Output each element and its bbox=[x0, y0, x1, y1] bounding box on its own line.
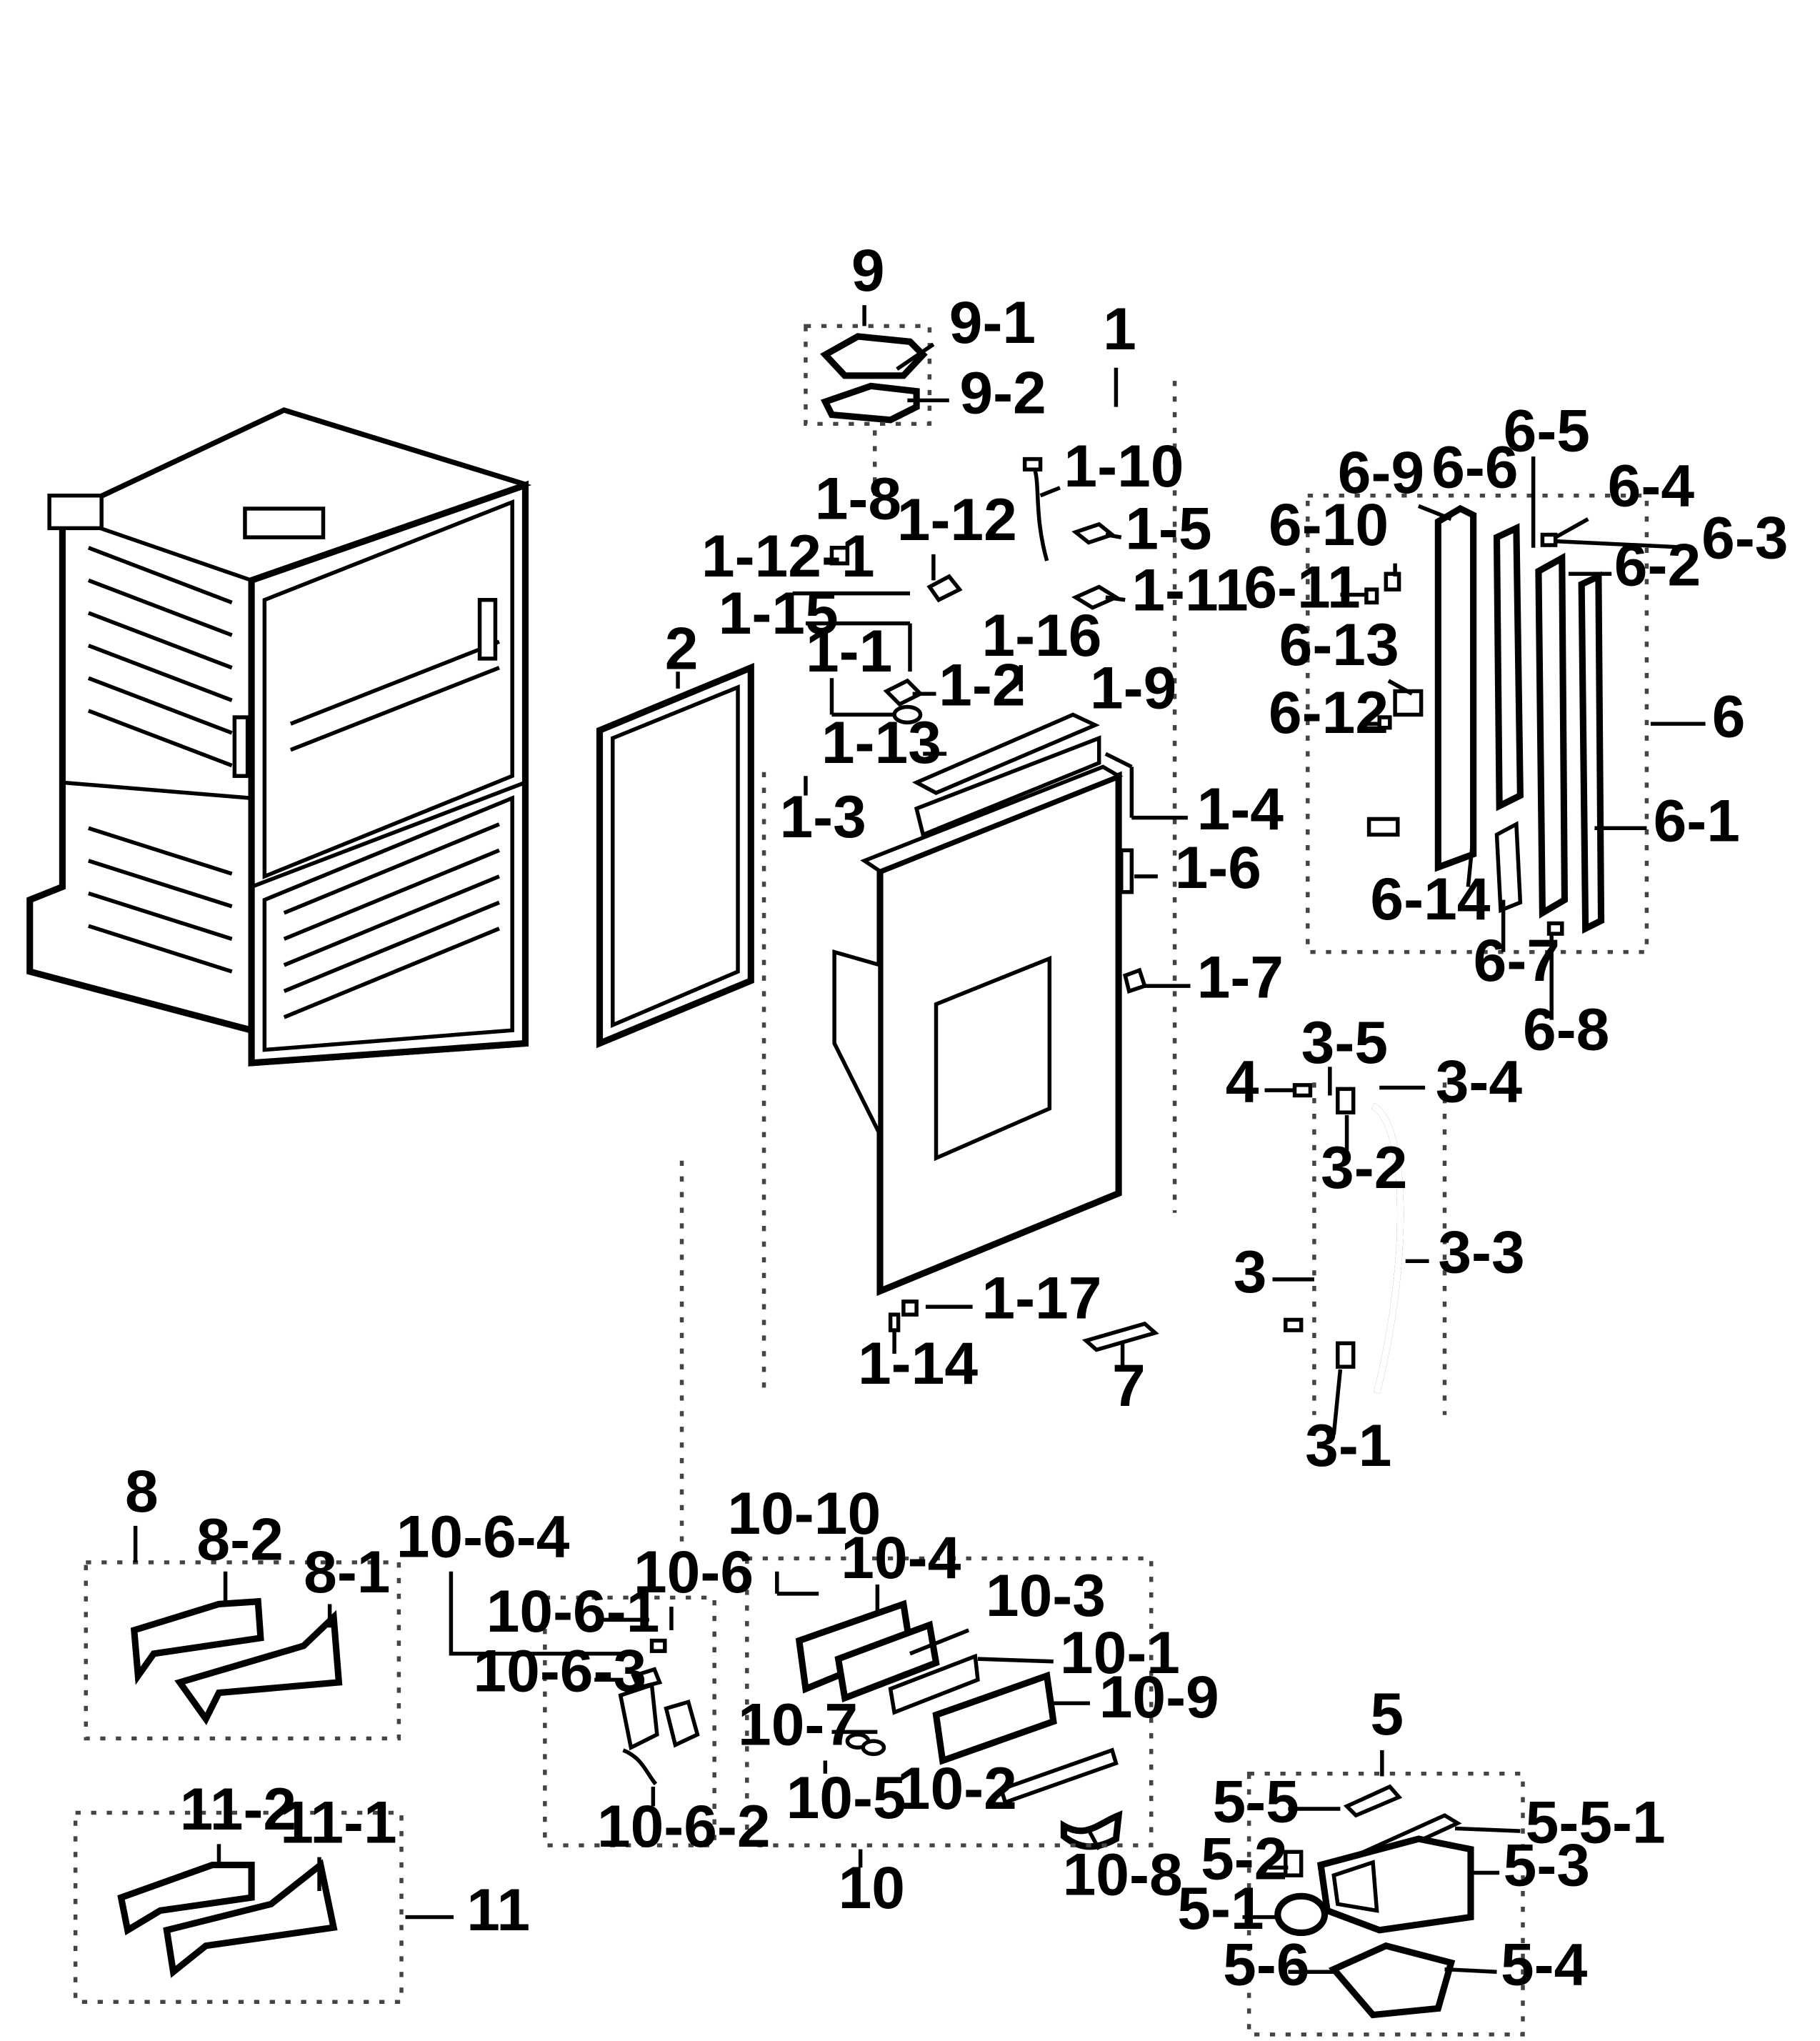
label-10-9: 10-9 bbox=[1099, 1663, 1219, 1730]
label-1-16: 1-16 bbox=[981, 602, 1101, 669]
label-1-6: 1-6 bbox=[1175, 834, 1261, 901]
label-10-1: 10-1 bbox=[1060, 1619, 1180, 1686]
label-6-6: 6-6 bbox=[1431, 434, 1518, 501]
label-5-5-1: 5-5-1 bbox=[1526, 1789, 1666, 1856]
label-5-1: 5-1 bbox=[1177, 1875, 1264, 1942]
label-10: 10 bbox=[839, 1854, 905, 1921]
label-6-4: 6-4 bbox=[1608, 451, 1695, 519]
label-6-5: 6-5 bbox=[1504, 397, 1590, 464]
label-1-4: 1-4 bbox=[1197, 775, 1284, 842]
label-10-10: 10-10 bbox=[727, 1479, 881, 1547]
label-1-5: 1-5 bbox=[1125, 495, 1211, 562]
label-10-8: 10-8 bbox=[1063, 1841, 1183, 1908]
label-1-17: 1-17 bbox=[981, 1264, 1101, 1332]
label-1-9: 1-9 bbox=[1090, 654, 1176, 721]
label-3-4: 3-4 bbox=[1436, 1048, 1523, 1115]
label-1-3: 1-3 bbox=[779, 783, 866, 850]
label-1-13: 1-13 bbox=[821, 709, 941, 776]
leader-lines bbox=[133, 305, 1706, 1974]
small-parts-drawing bbox=[117, 333, 1605, 2019]
label-11: 11 bbox=[466, 1876, 530, 1943]
label-6-11: 6-11 bbox=[1244, 554, 1360, 621]
part-labels: 9 9-1 9-2 1 1-10 1-5 1-11 1-8 1-12 1-12-… bbox=[125, 236, 1788, 1997]
label-4: 4 bbox=[1226, 1048, 1259, 1115]
label-5-4: 5-4 bbox=[1501, 1931, 1588, 1998]
label-3-3: 3-3 bbox=[1438, 1219, 1524, 1286]
label-1-12: 1-12 bbox=[897, 486, 1017, 553]
label-3-5: 3-5 bbox=[1301, 1009, 1388, 1076]
label-6-1: 6-1 bbox=[1654, 787, 1740, 854]
label-9: 9 bbox=[851, 236, 885, 304]
label-6-12: 6-12 bbox=[1269, 679, 1389, 746]
label-10-6-2: 10-6-2 bbox=[597, 1792, 771, 1860]
label-9-1: 9-1 bbox=[949, 289, 1036, 356]
label-5: 5 bbox=[1370, 1680, 1404, 1747]
label-1: 1 bbox=[1103, 295, 1136, 362]
label-6-2: 6-2 bbox=[1614, 532, 1701, 599]
label-3: 3 bbox=[1234, 1238, 1267, 1305]
label-1-14: 1-14 bbox=[858, 1329, 978, 1397]
label-9-2: 9-2 bbox=[959, 359, 1046, 426]
label-1-15: 1-15 bbox=[719, 579, 839, 647]
label-2: 2 bbox=[665, 615, 699, 682]
label-1-1: 1-1 bbox=[806, 617, 892, 684]
label-6-3: 6-3 bbox=[1701, 504, 1788, 571]
label-10-6-1: 10-6-1 bbox=[486, 1577, 660, 1645]
label-6-8: 6-8 bbox=[1523, 996, 1609, 1063]
label-6-9: 6-9 bbox=[1338, 439, 1424, 506]
label-10-5: 10-5 bbox=[786, 1764, 906, 1831]
label-10-2: 10-2 bbox=[897, 1755, 1017, 1822]
label-10-6: 10-6 bbox=[634, 1538, 754, 1605]
label-5-6: 5-6 bbox=[1223, 1931, 1309, 1998]
label-6-13: 6-13 bbox=[1279, 611, 1399, 678]
label-8: 8 bbox=[125, 1457, 159, 1524]
label-5-5: 5-5 bbox=[1213, 1767, 1299, 1835]
label-1-10: 1-10 bbox=[1064, 432, 1184, 499]
label-10-4: 10-4 bbox=[841, 1524, 961, 1591]
label-3-1: 3-1 bbox=[1305, 1412, 1391, 1479]
label-8-1: 8-1 bbox=[304, 1538, 390, 1605]
label-1-2: 1-2 bbox=[939, 652, 1025, 719]
label-8-2: 8-2 bbox=[196, 1505, 283, 1572]
label-11-1: 11-1 bbox=[280, 1789, 396, 1856]
label-6-7: 6-7 bbox=[1474, 927, 1560, 994]
label-10-6-4: 10-6-4 bbox=[396, 1503, 570, 1570]
label-10-6-3: 10-6-3 bbox=[473, 1637, 646, 1705]
label-11-2: 11-2 bbox=[180, 1775, 296, 1842]
label-10-3: 10-3 bbox=[986, 1562, 1106, 1629]
label-1-8: 1-8 bbox=[815, 465, 901, 532]
label-1-12-1: 1-12-1 bbox=[701, 522, 875, 589]
cabinet-drawing bbox=[26, 407, 532, 1067]
label-10-7: 10-7 bbox=[738, 1691, 858, 1758]
label-6-14: 6-14 bbox=[1370, 865, 1490, 932]
label-6: 6 bbox=[1712, 682, 1746, 749]
label-3-2: 3-2 bbox=[1321, 1134, 1407, 1201]
label-1-7: 1-7 bbox=[1197, 944, 1284, 1011]
door-drawing bbox=[832, 735, 1124, 1297]
label-5-3: 5-3 bbox=[1504, 1832, 1590, 1899]
label-7: 7 bbox=[1112, 1352, 1146, 1419]
door-gasket-drawing bbox=[596, 662, 754, 1049]
label-1-11: 1-11 bbox=[1131, 556, 1248, 623]
label-6-10: 6-10 bbox=[1269, 491, 1389, 558]
label-5-2: 5-2 bbox=[1201, 1825, 1287, 1892]
